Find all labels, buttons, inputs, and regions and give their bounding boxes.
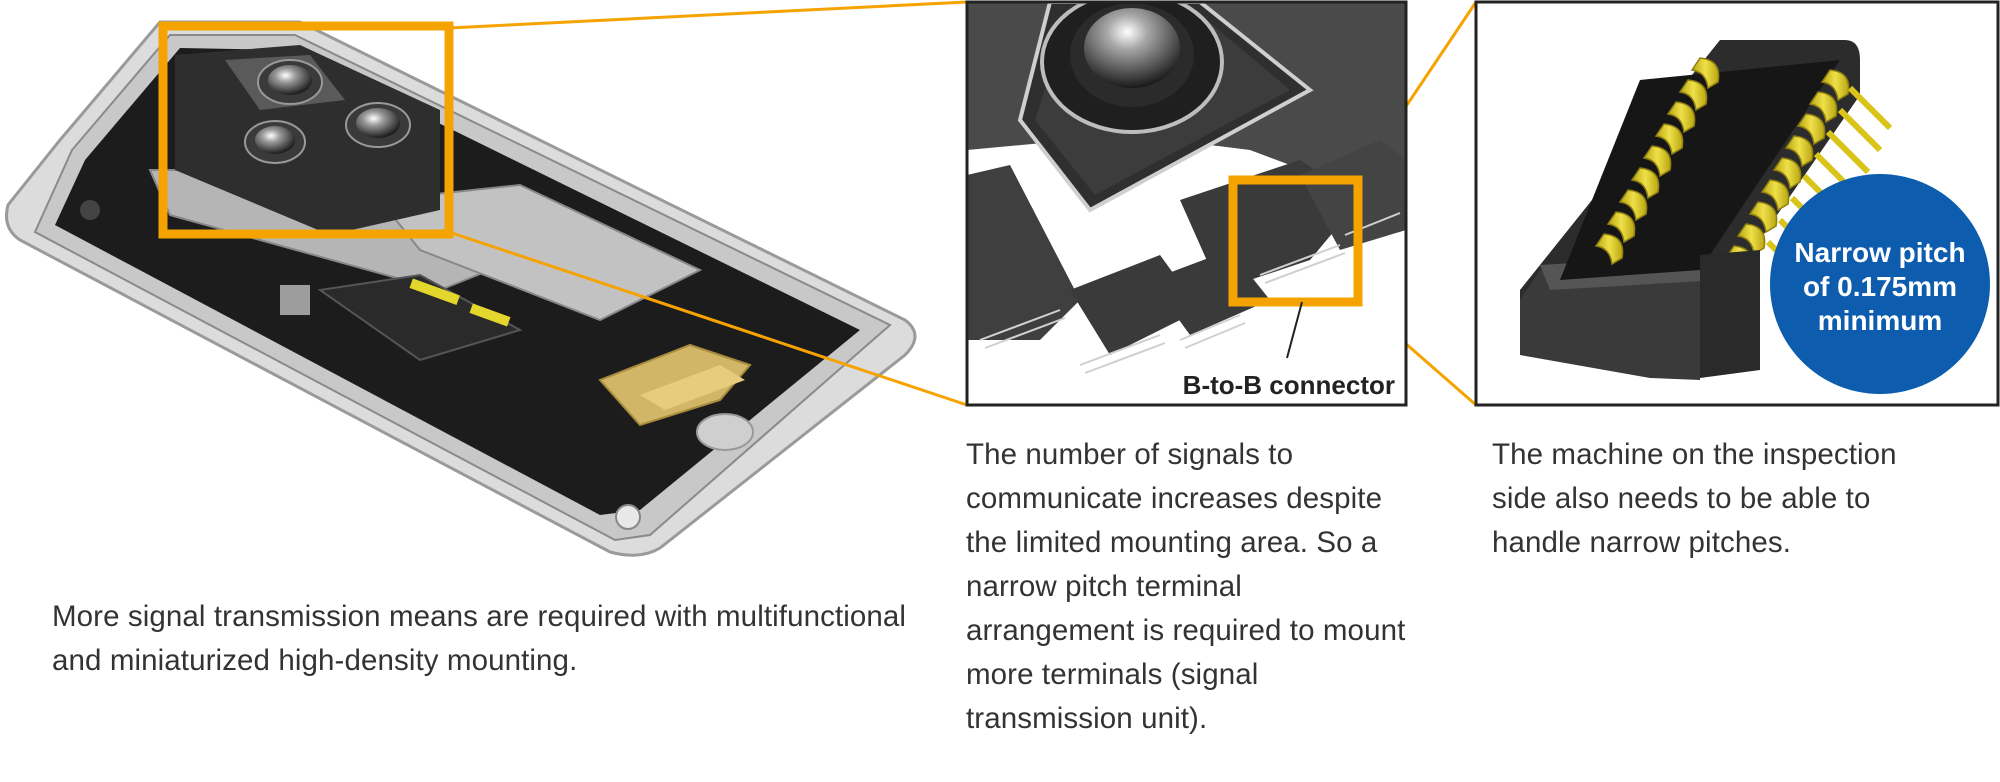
connector-caption: The machine on the inspection side also …	[1492, 438, 1897, 559]
connector-highlight-box	[1228, 175, 1363, 307]
narrow-pitch-badge: Narrow pitch of 0.175mm minimum	[1770, 174, 1990, 394]
phone-highlight-box	[158, 21, 454, 239]
badge-line-2: of 0.175mm	[1803, 271, 1957, 302]
phone-caption: More signal transmission means are requi…	[52, 600, 907, 677]
smartphone-illustration	[5, 20, 917, 557]
camera-closeup-panel: B-to-B connector	[965, 0, 1408, 407]
b-to-b-connector-label: B-to-B connector	[1183, 370, 1395, 400]
connector-closeup-panel: Narrow pitch of 0.175mm minimum	[1474, 0, 2000, 407]
camera-caption: The number of signals to communicate inc…	[966, 438, 1406, 735]
badge-line-1: Narrow pitch	[1794, 237, 1965, 268]
badge-line-3: minimum	[1818, 305, 1942, 336]
